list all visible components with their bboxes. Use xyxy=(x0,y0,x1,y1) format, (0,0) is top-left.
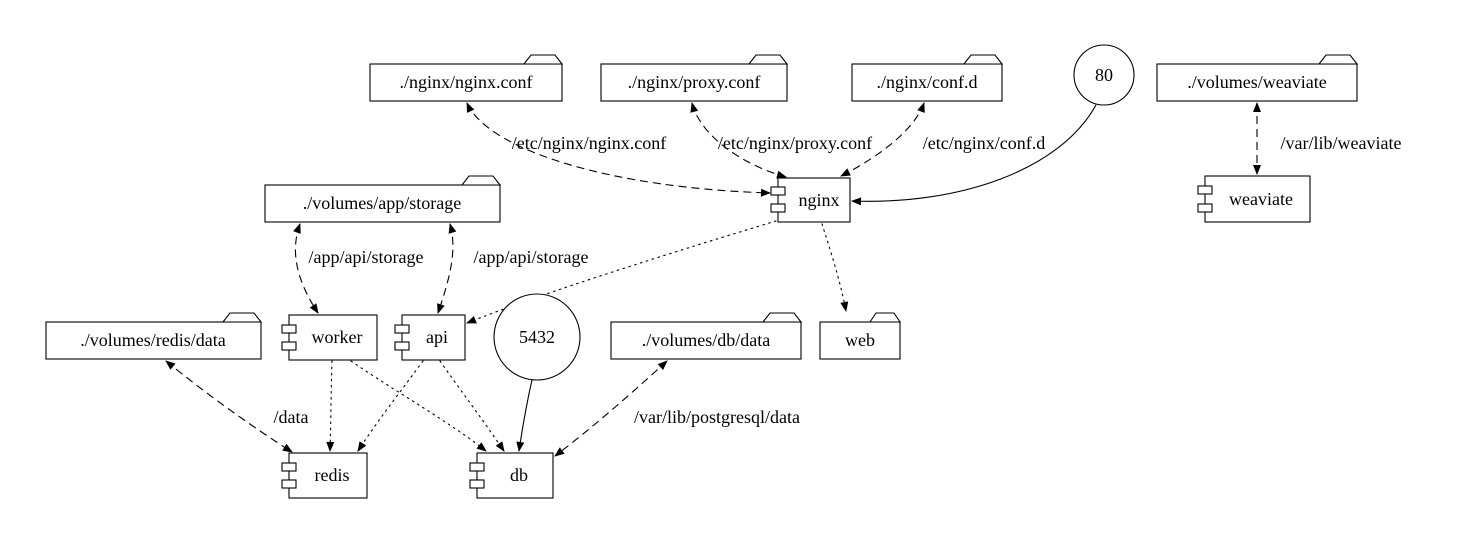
node-label-volumes-db-data: ./volumes/db/data xyxy=(642,330,770,350)
folder-tab-icon xyxy=(868,312,902,323)
folder-tab-icon xyxy=(1317,54,1359,65)
node-service-nginx: nginx xyxy=(770,177,851,223)
node-label-conf-d: ./nginx/conf.d xyxy=(877,72,978,92)
component-tab-icon xyxy=(770,186,786,196)
node-label-nginx: nginx xyxy=(798,190,839,210)
edge-volume-redisdata-redis xyxy=(165,360,293,453)
node-label-nginx-conf: ./nginx/nginx.conf xyxy=(400,72,533,92)
edge-label-worker-storage-mount: /app/api/storage xyxy=(309,247,424,267)
component-tab-icon xyxy=(394,324,410,334)
node-label-web: web xyxy=(845,330,875,350)
node-folder-web: web xyxy=(819,312,902,360)
node-label-proxy-conf: ./nginx/proxy.conf xyxy=(628,72,761,92)
edge-depends-worker-db xyxy=(350,360,487,452)
node-label-worker: worker xyxy=(312,327,363,347)
node-folder-volumes-app-storage: ./volumes/app/storage xyxy=(264,175,502,223)
component-tab-icon xyxy=(281,341,297,351)
edge-label-weaviate-mount: /var/lib/weaviate xyxy=(1281,133,1402,153)
folder-tab-icon xyxy=(460,175,502,186)
edge-volume-dbdata-db xyxy=(554,360,668,457)
edge-volume-storage-worker xyxy=(293,223,319,314)
edge-depends-nginx-web xyxy=(821,223,849,312)
node-label-volumes-redis-data: ./volumes/redis/data xyxy=(80,330,225,350)
folder-tab-icon xyxy=(747,54,789,65)
component-tab-icon xyxy=(469,462,485,472)
component-tab-icon xyxy=(281,462,297,472)
component-tab-icon xyxy=(281,479,297,489)
edges-layer xyxy=(165,102,1261,457)
node-label-port-5432: 5432 xyxy=(519,327,555,347)
edge-volume-confd-nginx xyxy=(840,102,925,177)
node-service-db: db xyxy=(469,452,554,499)
edge-volume-storage-api xyxy=(437,223,457,314)
node-label-api: api xyxy=(426,327,448,347)
node-label-port-80: 80 xyxy=(1095,65,1113,85)
node-label-weaviate: weaviate xyxy=(1229,189,1293,209)
edge-labels-layer: /etc/nginx/nginx.conf /etc/nginx/proxy.c… xyxy=(274,133,1402,427)
node-label-redis: redis xyxy=(315,465,350,485)
edge-depends-api-redis xyxy=(357,360,424,452)
component-tab-icon xyxy=(394,341,410,351)
edge-volume-proxyconf-nginx xyxy=(690,102,787,179)
edge-label-nginx-conf-mount: /etc/nginx/nginx.conf xyxy=(512,133,666,153)
edge-depends-worker-redis xyxy=(326,360,335,452)
node-folder-nginx-conf: ./nginx/nginx.conf xyxy=(369,54,564,102)
folder-tab-icon xyxy=(522,54,564,65)
node-service-api: api xyxy=(394,314,466,361)
node-folder-conf-d: ./nginx/conf.d xyxy=(851,54,1004,102)
node-service-redis: redis xyxy=(281,452,368,499)
node-label-volumes-app-storage: ./volumes/app/storage xyxy=(303,193,461,213)
edge-label-redis-mount: /data xyxy=(274,407,309,427)
edge-port-5432-db xyxy=(516,379,533,452)
node-label-volumes-weaviate: ./volumes/weaviate xyxy=(1187,72,1326,92)
component-tab-icon xyxy=(281,324,297,334)
folder-tab-icon xyxy=(761,312,803,323)
edge-label-proxy-conf-mount: /etc/nginx/proxy.conf xyxy=(718,133,872,153)
nodes-layer: ./nginx/nginx.conf ./nginx/proxy.conf ./… xyxy=(45,44,1359,499)
node-label-db: db xyxy=(510,465,528,485)
component-tab-icon xyxy=(1197,185,1213,195)
folder-tab-icon xyxy=(962,54,1004,65)
edge-label-db-mount: /var/lib/postgresql/data xyxy=(634,407,800,427)
component-tab-icon xyxy=(770,203,786,213)
edge-label-conf-d-mount: /etc/nginx/conf.d xyxy=(923,133,1045,153)
node-service-worker: worker xyxy=(281,314,378,361)
node-service-weaviate: weaviate xyxy=(1197,175,1311,223)
node-port-5432: 5432 xyxy=(493,293,581,381)
edge-port-80-nginx xyxy=(851,104,1097,206)
component-tab-icon xyxy=(469,479,485,489)
edge-volume-nginxconf-nginx xyxy=(466,102,771,197)
node-folder-volumes-weaviate: ./volumes/weaviate xyxy=(1156,54,1359,102)
node-port-80: 80 xyxy=(1073,44,1135,106)
edge-label-api-storage-mount: /app/api/storage xyxy=(474,247,589,267)
edge-depends-api-db xyxy=(439,360,505,452)
node-folder-proxy-conf: ./nginx/proxy.conf xyxy=(600,54,789,102)
node-folder-volumes-redis-data: ./volumes/redis/data xyxy=(45,312,263,360)
component-tab-icon xyxy=(1197,203,1213,213)
folder-tab-icon xyxy=(221,312,263,323)
node-folder-volumes-db-data: ./volumes/db/data xyxy=(610,312,803,360)
